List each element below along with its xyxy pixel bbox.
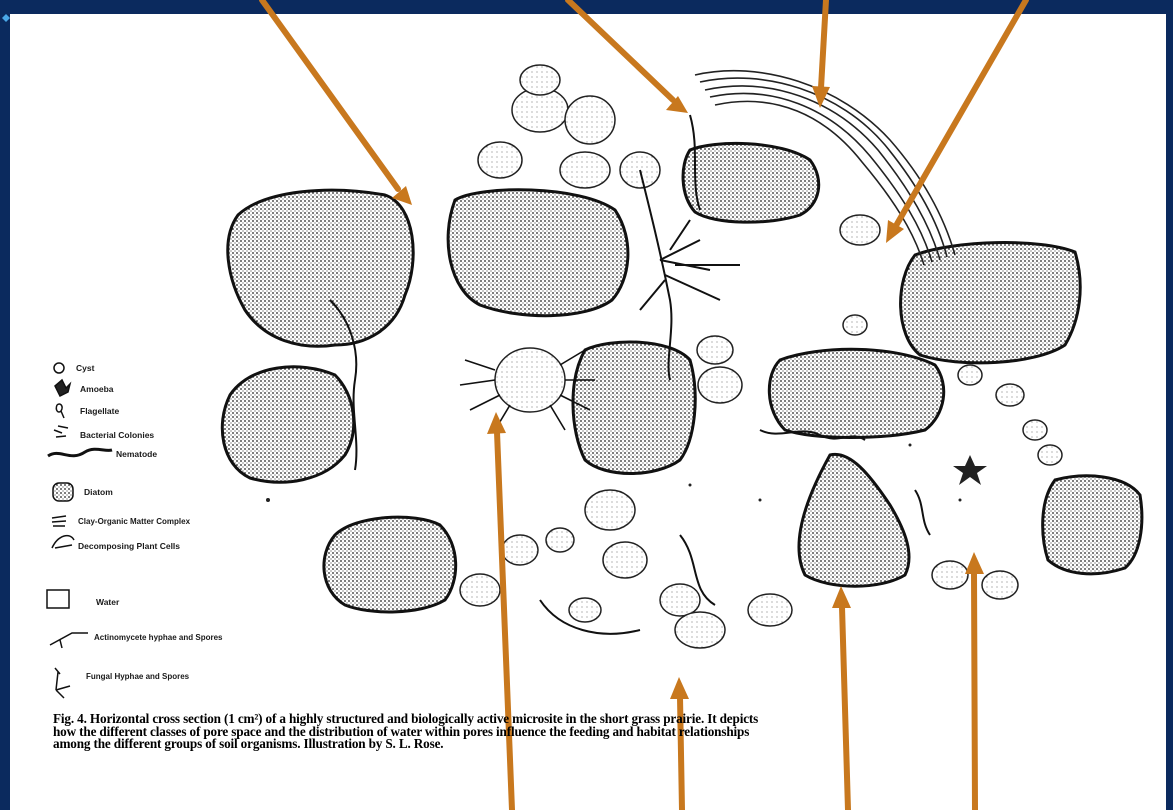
nematode [915,490,930,535]
figure-caption: Fig. 4. Horizontal cross section (1 cm²)… [53,713,1148,751]
legend-label-water: Water [96,597,120,607]
nematode-icon [48,449,112,456]
small-particle [585,490,635,530]
small-particle [565,96,615,144]
small-particle [495,348,565,412]
aggregate-center-block [573,342,695,474]
legend-label-diatom: Diatom [84,487,113,497]
legend-label-nematode: Nematode [116,449,157,459]
legend-label-clay-organic-matter: Clay-Organic Matter Complex [78,517,191,526]
small-particle [569,598,601,622]
small-particle [1023,420,1047,440]
water-icon [47,590,69,608]
small-particle [520,65,560,95]
small-particle [603,542,647,578]
small-particle [546,528,574,552]
pointer-arrow-bottom-triangle [842,607,848,810]
small-particle [840,215,880,245]
legend-label-clay-organic-matter-text: Clay-Organic Matter Complex [78,517,191,526]
aggregate-top-cluster [683,143,819,222]
caption-line-3: among the different groups of soil organ… [53,738,1148,751]
flagellate-icon [56,404,64,418]
corner-marker-icon [2,14,10,22]
pointer-arrow-bottom-right [974,572,975,810]
legend-label-flagellate: Flagellate [80,406,119,416]
small-particle [843,315,867,335]
aggregate-center-upper [448,190,628,316]
diatom-icon [53,483,73,501]
legend-label-plant-cells: Decomposing Plant Cells [78,541,180,551]
pointer-arrow-top-left [262,0,398,189]
small-particle [675,612,725,648]
actinomycete-icon [50,633,88,648]
small-particle [560,152,610,188]
small-particle [698,367,742,403]
legend-label-cyst: Cyst [76,363,95,373]
small-particle [660,584,700,616]
small-particle [697,336,733,364]
aggregate-right-upper [901,243,1081,363]
small-particle [748,594,792,626]
small-particle [478,142,522,178]
aggregate-bottom-left [324,517,456,612]
aggregate-triangle [799,454,909,586]
pointer-arrow-top-root [821,0,826,88]
fungal-hyphae-icon [55,668,70,698]
bacterial-colonies-icon [54,426,68,437]
pointer-arrow-top-center [568,0,673,100]
amoeba-icon [55,380,70,396]
small-particle [1038,445,1062,465]
legend-label-amoeba: Amoeba [80,384,114,394]
small-particle [460,574,500,606]
plant-cells-icon [52,536,74,548]
pointer-arrow-bottom-mite [497,432,512,810]
aggregate-left-top [228,190,413,346]
small-particle [996,384,1024,406]
aggregate-far-right [1043,476,1142,574]
aggregate-right-middle [769,349,943,437]
legend-label-bacterial-colonies: Bacterial Colonies [80,430,154,440]
small-particle [982,571,1018,599]
aggregate-left-bottom [222,367,353,482]
amoeba [953,455,987,485]
clay-organic-matter-icon [52,516,66,526]
small-particle [502,535,538,565]
legend-label-fungal-hyphae: Fungal Hyphae and Spores [86,672,190,681]
pointer-arrow-top-right [897,0,1026,224]
legend-label-actinomycete: Actinomycete hyphae and Spores [94,633,223,642]
cyst-icon [54,363,64,373]
small-particle [932,561,968,589]
small-particle [958,365,982,385]
